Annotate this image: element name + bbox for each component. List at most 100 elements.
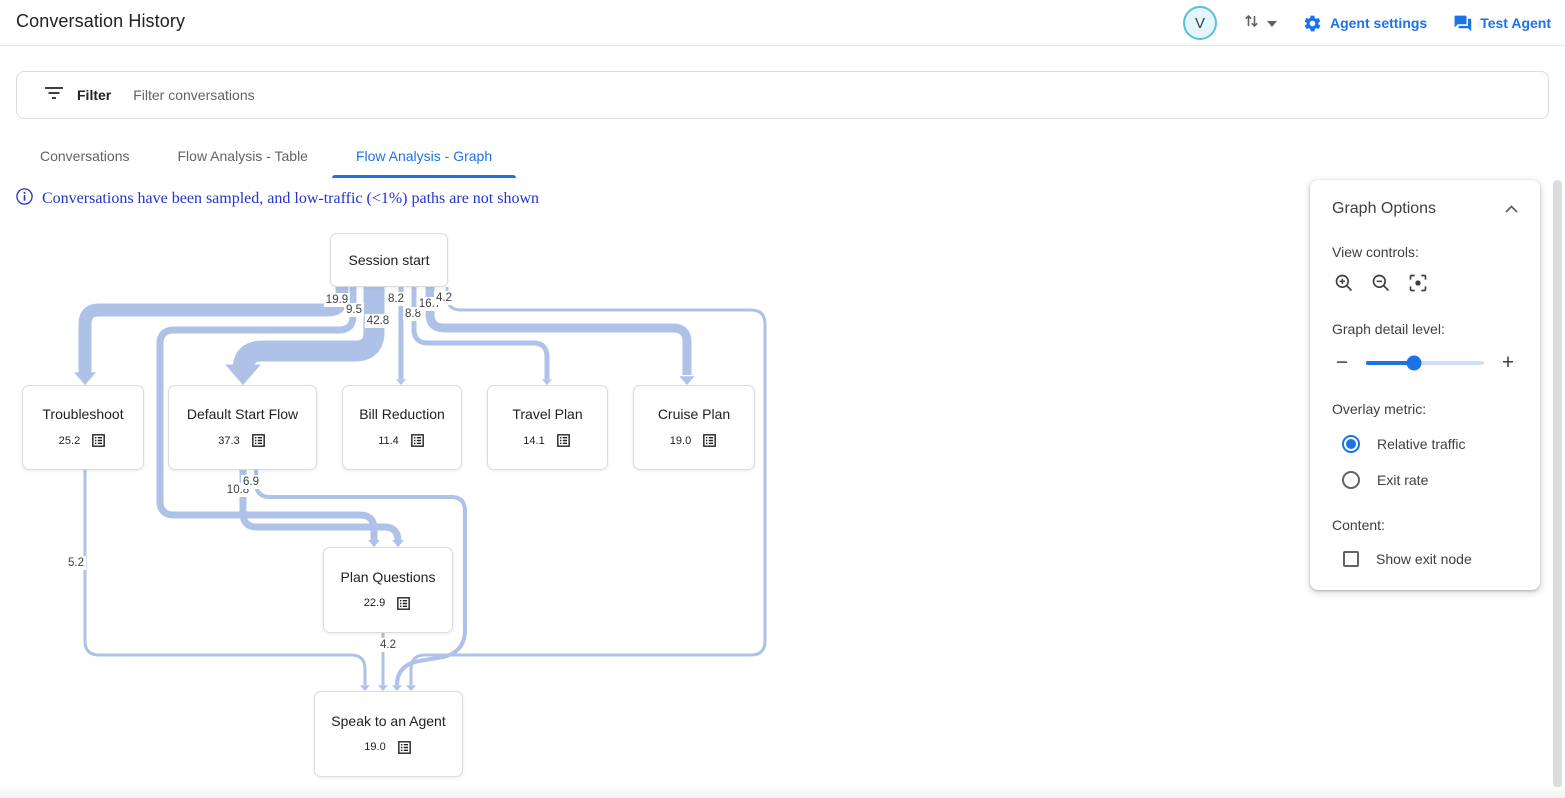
agent-settings-label: Agent settings xyxy=(1329,15,1428,31)
node-details-icon[interactable] xyxy=(395,595,412,612)
detail-slider[interactable] xyxy=(1366,355,1484,371)
radio-relative-traffic-label: Relative traffic xyxy=(1377,436,1466,452)
flow-edge-arrowhead xyxy=(679,376,695,385)
sampling-notice: Conversations have been sampled, and low… xyxy=(16,188,539,210)
flow-edge-default_start_flow-to-plan_questions[interactable] xyxy=(239,470,402,542)
content-label: Content: xyxy=(1332,517,1385,533)
edge-traffic-label: 9.5 xyxy=(344,303,364,317)
filter-icon xyxy=(45,86,63,105)
detail-decrease-button[interactable]: − xyxy=(1335,351,1349,374)
flow-edge-session_start-to-speak_to_agent[interactable] xyxy=(409,287,767,685)
node-label: Cruise Plan xyxy=(657,406,731,422)
sampling-notice-text: Conversations have been sampled, and low… xyxy=(42,190,540,207)
app-header: Conversation History V Agent settings xyxy=(0,0,1565,46)
flow-edge-arrowhead xyxy=(368,540,380,547)
detail-increase-button[interactable]: + xyxy=(1501,351,1515,374)
edge-traffic-label: 42.8 xyxy=(364,314,392,328)
test-agent-label: Test Agent xyxy=(1480,15,1551,31)
center-focus-icon[interactable] xyxy=(1408,273,1428,293)
tab-flow-analysis-table[interactable]: Flow Analysis - Table xyxy=(177,147,308,164)
flow-edge-session_start-to-plan_questions[interactable] xyxy=(156,287,378,541)
node-traffic-value: 37.3 xyxy=(218,434,240,447)
detail-slider-thumb[interactable] xyxy=(1406,355,1422,371)
edge-traffic-label: 4.2 xyxy=(378,638,398,652)
avatar-letter: V xyxy=(1194,14,1205,32)
node-label: Travel Plan xyxy=(512,406,583,422)
edge-traffic-label: 19.9 xyxy=(323,293,351,307)
flow-edge-arrowhead xyxy=(360,685,370,691)
node-details-icon[interactable] xyxy=(409,432,426,449)
collapse-panel-icon[interactable] xyxy=(1505,200,1518,218)
checkbox-icon[interactable] xyxy=(1343,551,1359,567)
node-details-icon[interactable] xyxy=(250,432,267,449)
flow-node-bill_reduction[interactable]: Bill Reduction 11.4 xyxy=(342,385,462,470)
agent-settings-button[interactable]: Agent settings xyxy=(1303,14,1427,33)
node-traffic-value: 11.4 xyxy=(378,434,399,447)
sort-arrows-icon xyxy=(1243,12,1261,35)
flow-edge-default_start_flow-to-speak_to_agent[interactable] xyxy=(254,470,467,686)
flow-node-speak_to_agent[interactable]: Speak to an Agent 19.0 xyxy=(314,691,463,777)
test-agent-button[interactable]: Test Agent xyxy=(1453,14,1551,33)
zoom-out-icon[interactable] xyxy=(1371,273,1391,293)
flow-edge-arrowhead xyxy=(392,685,402,691)
chevron-down-icon xyxy=(1266,14,1277,32)
flow-node-session_start[interactable]: Session start xyxy=(330,233,448,287)
radio-icon[interactable] xyxy=(1342,471,1360,489)
radio-icon[interactable] xyxy=(1342,435,1360,453)
edge-traffic-label: 8.2 xyxy=(386,292,406,306)
node-traffic-value: 14.1 xyxy=(523,434,545,447)
flow-edge-arrowhead xyxy=(406,685,416,691)
flow-edge-arrowhead xyxy=(225,364,261,385)
node-details-icon[interactable] xyxy=(396,739,413,756)
filter-bar[interactable]: Filter Filter conversations xyxy=(16,71,1549,119)
avatar[interactable]: V xyxy=(1182,6,1217,40)
radio-exit-rate[interactable]: Exit rate xyxy=(1342,471,1518,489)
horizontal-scrollbar[interactable] xyxy=(0,787,1565,798)
radio-relative-traffic[interactable]: Relative traffic xyxy=(1342,435,1518,453)
flow-node-troubleshoot[interactable]: Troubleshoot 25.2 xyxy=(22,385,144,470)
node-details-icon[interactable] xyxy=(90,432,107,449)
sort-button[interactable] xyxy=(1243,12,1277,35)
show-exit-node-label: Show exit node xyxy=(1376,551,1472,567)
flow-node-plan_questions[interactable]: Plan Questions 22.9 xyxy=(323,547,453,633)
tab-bar: Conversations Flow Analysis - Table Flow… xyxy=(16,133,517,178)
node-traffic-value: 19.0 xyxy=(364,741,386,753)
page-title: Conversation History xyxy=(16,11,186,31)
flow-edge-arrowhead xyxy=(396,379,406,385)
flow-edge-session_start-to-travel_plan[interactable] xyxy=(411,287,550,379)
edge-traffic-label: 6.9 xyxy=(241,475,261,489)
view-controls-label: View controls: xyxy=(1332,244,1419,260)
vertical-scrollbar[interactable] xyxy=(1553,180,1562,788)
node-traffic-value: 25.2 xyxy=(58,434,81,447)
node-label: Plan Questions xyxy=(340,568,436,585)
filter-label: Filter xyxy=(77,87,112,103)
overlay-metric-label: Overlay metric: xyxy=(1332,401,1427,417)
flow-edge-session_start-to-cruise_plan[interactable] xyxy=(425,287,692,375)
tab-flow-analysis-graph[interactable]: Flow Analysis - Graph xyxy=(331,133,517,178)
flow-edge-arrowhead xyxy=(542,379,552,385)
filter-conversations-input[interactable]: Filter conversations xyxy=(133,87,255,103)
node-label: Troubleshoot xyxy=(42,406,124,422)
flow-edge-arrowhead xyxy=(392,540,404,547)
flow-edge-arrowhead xyxy=(73,372,97,385)
graph-detail-label: Graph detail level: xyxy=(1332,321,1445,337)
node-label: Bill Reduction xyxy=(359,406,445,422)
tab-conversations[interactable]: Conversations xyxy=(40,147,130,164)
gear-icon xyxy=(1303,14,1322,33)
node-traffic-value: 22.9 xyxy=(363,597,386,609)
radio-exit-rate-label: Exit rate xyxy=(1377,472,1429,488)
node-details-icon[interactable] xyxy=(701,432,718,449)
node-details-icon[interactable] xyxy=(555,432,572,449)
flow-edge-arrowhead xyxy=(378,685,388,691)
node-label: Speak to an Agent xyxy=(331,712,446,729)
flow-edge-troubleshoot-to-speak_to_agent[interactable] xyxy=(83,470,367,685)
show-exit-node-option[interactable]: Show exit node xyxy=(1342,551,1518,567)
info-icon xyxy=(16,188,33,210)
flow-edge-session_start-to-default_start_flow[interactable] xyxy=(232,287,385,371)
flow-node-travel_plan[interactable]: Travel Plan 14.1 xyxy=(487,385,608,470)
zoom-in-icon[interactable] xyxy=(1334,273,1354,293)
